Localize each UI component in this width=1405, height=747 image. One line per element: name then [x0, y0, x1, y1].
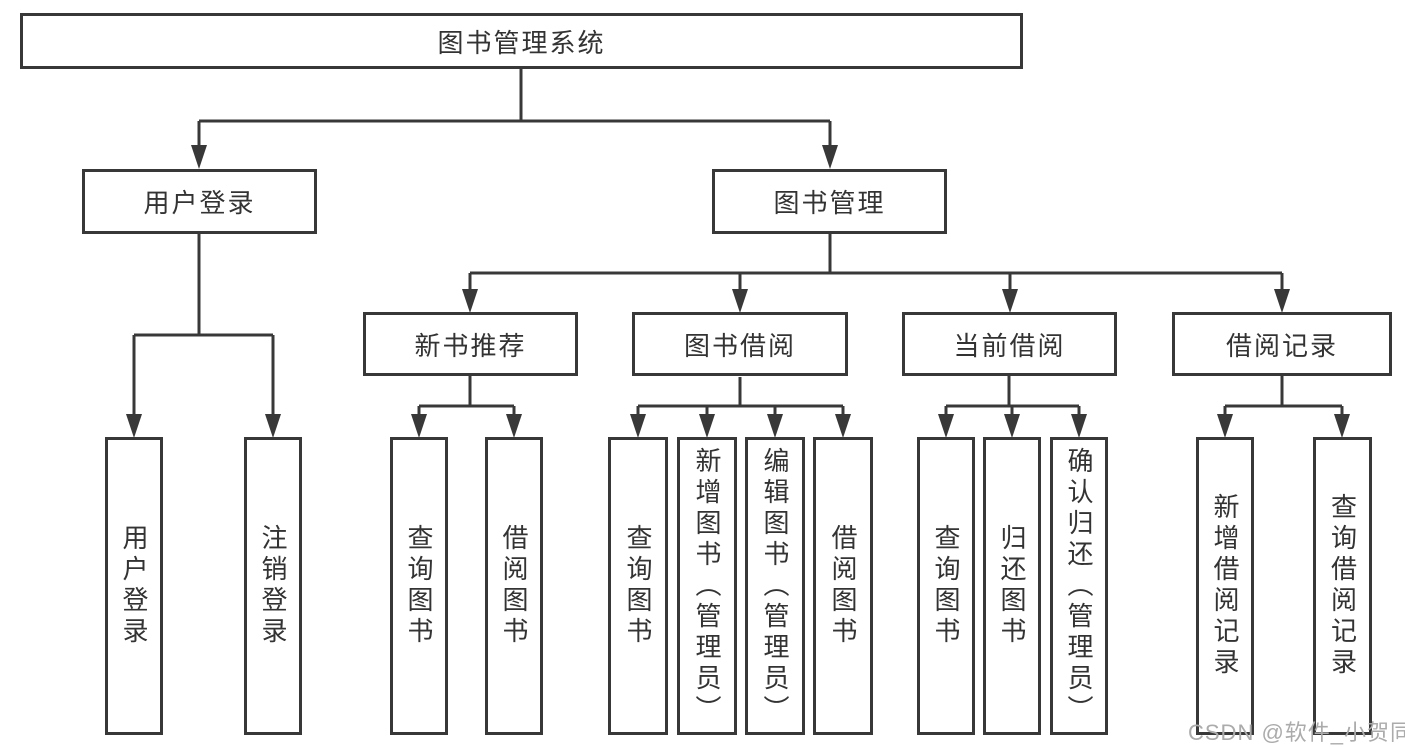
- node-book-borrowing: 图书借阅: [632, 312, 848, 376]
- node-book-management: 图书管理: [712, 169, 947, 234]
- leaf-logout-label: 注销登录: [258, 524, 288, 648]
- leaf-confirm-return-admin-label: 确认归还（管理员）: [1064, 446, 1094, 726]
- node-library-system-label: 图书管理系统: [437, 27, 606, 58]
- leaf-query-books-2-label: 查询图书: [623, 524, 653, 648]
- leaf-user-login: 用户登录: [105, 437, 163, 735]
- node-library-system: 图书管理系统: [20, 13, 1023, 69]
- leaf-query-books-1-label: 查询图书: [404, 524, 434, 648]
- leaf-add-book-admin: 新增图书（管理员）: [677, 437, 737, 735]
- node-borrow-records-label: 借阅记录: [1225, 330, 1338, 361]
- node-book-management-label: 图书管理: [773, 188, 886, 218]
- leaf-add-book-admin-label: 新增图书（管理员）: [692, 446, 722, 726]
- leaf-confirm-return-admin: 确认归还（管理员）: [1050, 437, 1108, 735]
- leaf-user-login-label: 用户登录: [119, 524, 149, 648]
- leaf-add-borrow-record-label: 新增借阅记录: [1210, 493, 1240, 679]
- leaf-edit-book-admin-label: 编辑图书（管理员）: [760, 446, 790, 726]
- node-new-book-recommend: 新书推荐: [363, 312, 578, 376]
- node-user-login-label: 用户登录: [143, 188, 256, 218]
- leaf-query-books-2: 查询图书: [608, 437, 668, 735]
- leaf-return-books-label: 归还图书: [997, 524, 1027, 648]
- leaf-borrow-books-1: 借阅图书: [485, 437, 543, 735]
- leaf-borrow-books-2: 借阅图书: [813, 437, 873, 735]
- node-new-book-recommend-label: 新书推荐: [414, 330, 527, 361]
- leaf-edit-book-admin: 编辑图书（管理员）: [745, 437, 805, 735]
- leaf-query-books-1: 查询图书: [390, 437, 448, 735]
- leaf-borrow-books-1-label: 借阅图书: [499, 524, 529, 648]
- leaf-query-borrow-record-label: 查询借阅记录: [1327, 493, 1358, 679]
- node-borrow-records: 借阅记录: [1172, 312, 1392, 376]
- leaf-query-books-3-label: 查询图书: [931, 524, 961, 648]
- leaf-borrow-books-2-label: 借阅图书: [828, 524, 858, 648]
- leaf-query-borrow-record: 查询借阅记录: [1313, 437, 1372, 735]
- leaf-add-borrow-record: 新增借阅记录: [1196, 437, 1254, 735]
- node-current-borrowing: 当前借阅: [902, 312, 1117, 376]
- node-current-borrowing-label: 当前借阅: [953, 330, 1066, 361]
- leaf-logout: 注销登录: [244, 437, 302, 735]
- watermark: CSDN @软件_小贺同学: [1188, 720, 1405, 745]
- node-user-login: 用户登录: [82, 169, 317, 234]
- leaf-return-books: 归还图书: [983, 437, 1041, 735]
- node-book-borrowing-label: 图书借阅: [683, 330, 796, 361]
- leaf-query-books-3: 查询图书: [917, 437, 975, 735]
